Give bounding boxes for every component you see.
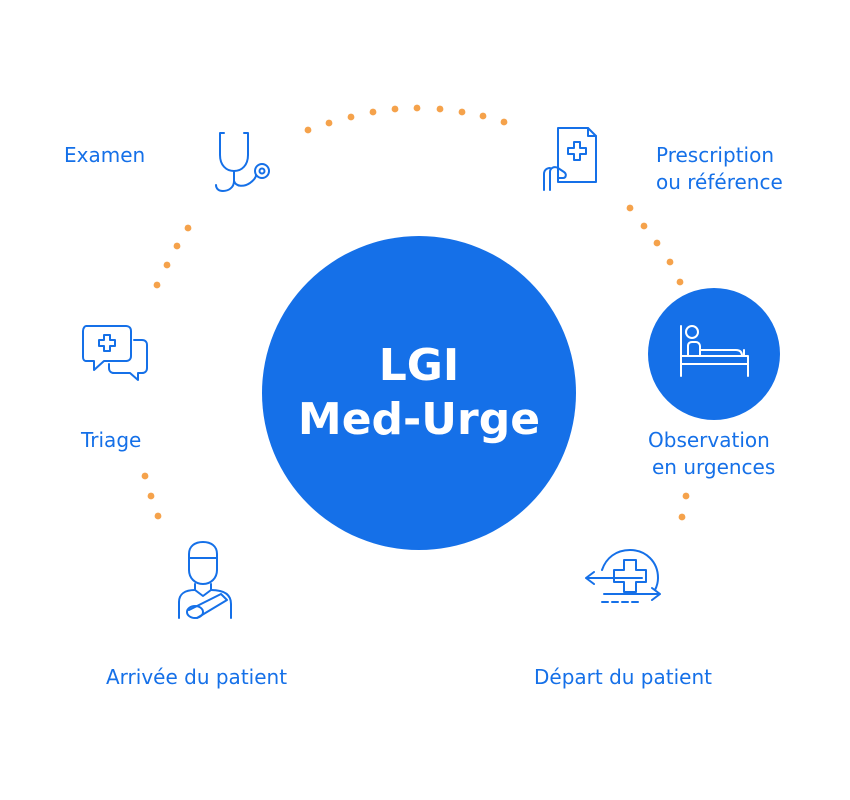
chat-medical-icon xyxy=(82,325,148,381)
cycle-dot xyxy=(640,222,648,230)
cycle-dot xyxy=(458,108,466,116)
stethoscope-icon xyxy=(215,132,270,192)
step-observation-line1: Observation xyxy=(648,428,770,452)
step-prescription-line1: Prescription xyxy=(656,143,774,167)
cycle-dot xyxy=(184,224,192,232)
cycle-dot xyxy=(153,281,161,289)
cycle-dot xyxy=(369,108,377,116)
center-title-line2: Med-Urge xyxy=(297,394,541,445)
step-prescription-label: Prescription ou référence xyxy=(656,142,783,196)
cycle-dot xyxy=(479,112,487,120)
step-arrivee-label: Arrivée du patient xyxy=(106,665,288,689)
cycle-dot xyxy=(154,512,162,520)
step-prescription-line2: ou référence xyxy=(656,170,783,194)
observation-highlight-circle xyxy=(648,288,780,420)
medical-document-icon xyxy=(543,127,597,191)
cycle-dot xyxy=(413,104,421,112)
cycle-dot xyxy=(325,119,333,127)
cycle-dot xyxy=(163,261,171,269)
step-triage-label: Triage xyxy=(81,428,142,452)
cycle-dot xyxy=(666,258,674,266)
injured-patient-icon xyxy=(178,541,232,619)
center-circle: LGI Med-Urge xyxy=(262,236,576,550)
cycle-dot xyxy=(676,278,684,286)
step-observation-label: Observation en urgences xyxy=(648,427,775,481)
hospital-transfer-icon xyxy=(585,549,661,603)
cycle-dot xyxy=(653,239,661,247)
cycle-dot xyxy=(391,105,399,113)
cycle-dot xyxy=(141,472,149,480)
cycle-dot xyxy=(626,204,634,212)
step-examen-label: Examen xyxy=(64,143,146,167)
cycle-dot xyxy=(682,492,690,500)
cycle-dot xyxy=(147,492,155,500)
center-title-line1: LGI xyxy=(378,340,460,391)
cycle-dot xyxy=(500,118,508,126)
cycle-dot xyxy=(173,242,181,250)
cycle-dot xyxy=(678,513,686,521)
cycle-dot xyxy=(436,105,444,113)
cycle-dot xyxy=(347,113,355,121)
step-observation-line2: en urgences xyxy=(652,455,776,479)
hospital-bed-icon xyxy=(680,325,749,377)
cycle-dot xyxy=(304,126,312,134)
step-depart-label: Départ du patient xyxy=(534,665,712,689)
